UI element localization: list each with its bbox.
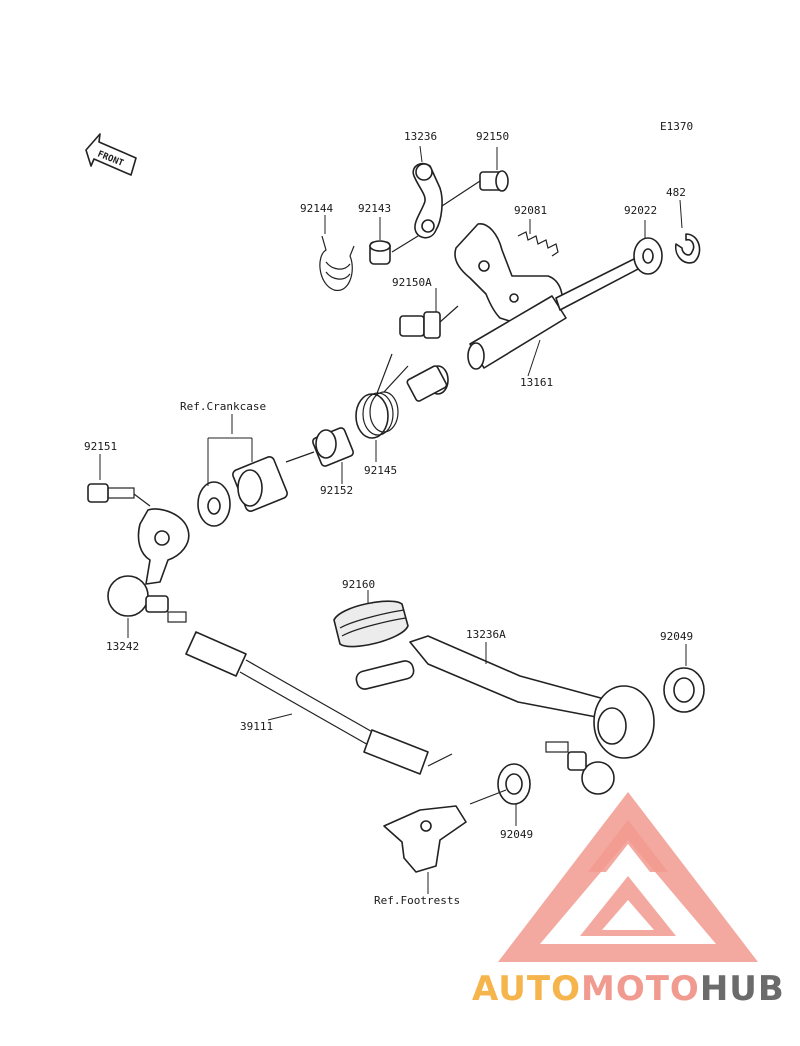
bolt-92151: [87, 454, 151, 507]
label-92143: 92143: [358, 202, 391, 215]
label-92145: 92145: [364, 464, 397, 477]
svg-text:AUTOMOTOHUB: AUTOMOTOHUB: [472, 969, 785, 1009]
shift-arm-13236: [412, 145, 443, 239]
label-92152: 92152: [320, 484, 353, 497]
label-92150A: 92150A: [392, 276, 432, 289]
label-ref-crankcase: Ref.Crankcase: [180, 400, 266, 413]
automotohub-logo: AUTOMOTOHUB: [472, 792, 785, 1009]
label-92049-bottom: 92049: [500, 828, 533, 841]
bolt-92150: [441, 147, 509, 207]
label-92160: 92160: [342, 578, 375, 591]
label-ref-footrests: Ref.Footrests: [374, 894, 460, 907]
tie-rod-39111: [185, 631, 453, 775]
footrest-bracket: [383, 789, 507, 894]
label-13161: 13161: [520, 376, 553, 389]
bolt-92150A: [399, 288, 459, 339]
spring-92144: [319, 215, 355, 291]
shift-pedal-13236A: [355, 635, 655, 759]
clamp-lever-13242: [107, 508, 190, 638]
circlip-482: [674, 199, 701, 264]
label-92022: 92022: [624, 204, 657, 217]
logo-text-auto: AUTO: [472, 969, 581, 1009]
label-13236A: 13236A: [466, 628, 506, 641]
front-arrow-icon: FRONT: [85, 133, 137, 176]
label-13242: 13242: [106, 640, 139, 653]
crankcase-bearings: [197, 414, 288, 527]
label-39111: 39111: [240, 720, 273, 733]
logo-text-moto: MOTO: [581, 969, 700, 1009]
spring-92145: [355, 353, 409, 462]
seal-92049-top: [663, 644, 705, 713]
label-482: 482: [666, 186, 686, 199]
seal-92049-bottom: [497, 763, 531, 826]
washer-92022: [633, 220, 663, 275]
label-92144: 92144: [300, 202, 333, 215]
label-92049-top: 92049: [660, 630, 693, 643]
logo-text-hub: HUB: [700, 969, 785, 1009]
label-92081: 92081: [514, 204, 547, 217]
shift-shaft-13161: [406, 223, 641, 402]
label-13236: 13236: [404, 130, 437, 143]
label-92151: 92151: [84, 440, 117, 453]
collar-92143: [369, 217, 419, 265]
label-92150: 92150: [476, 130, 509, 143]
spring-92081: [517, 219, 559, 257]
rubber-pad-92160: [333, 590, 409, 648]
bushing-92152: [285, 427, 354, 484]
diagram-code: E1370: [660, 120, 693, 133]
pedal-ball-joint: [545, 741, 615, 795]
